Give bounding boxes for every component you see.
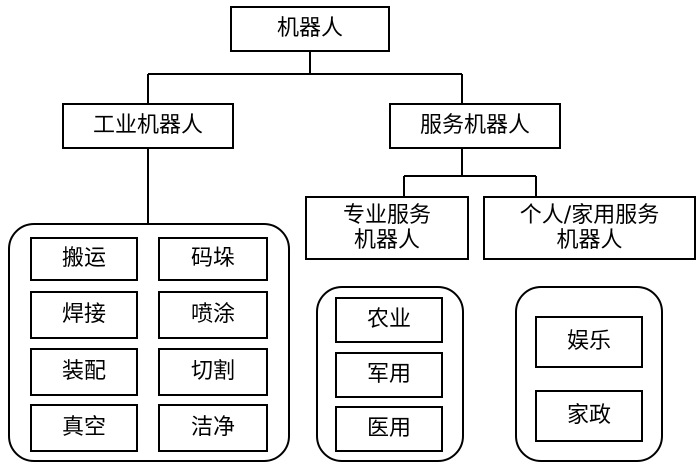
professional-item: 军用 [335,352,443,398]
industrial-item: 搬运 [30,237,138,281]
professional-item: 医用 [335,406,443,452]
personal-item-label: 娱乐 [566,329,611,355]
professional-service-node: 专业服务 机器人 [305,196,469,260]
root-node: 机器人 [230,6,390,52]
industrial-item: 喷涂 [158,291,268,339]
personal-service-node: 个人/家用服务 机器人 [483,196,696,260]
industrial-item: 焊接 [30,291,138,339]
service-robot-node: 服务机器人 [389,103,561,149]
personal-item: 娱乐 [535,316,643,368]
industrial-item-label: 装配 [61,359,106,385]
industrial-item-label: 洁净 [190,415,235,441]
industrial-robot-label: 工业机器人 [92,113,203,139]
professional-service-label: 专业服务 机器人 [342,202,431,253]
industrial-item-label: 切割 [190,359,235,385]
industrial-item-label: 真空 [61,415,106,441]
industrial-item-label: 搬运 [61,246,106,272]
root-label: 机器人 [276,16,343,42]
service-robot-label: 服务机器人 [419,113,530,139]
industrial-item-label: 喷涂 [190,302,235,328]
professional-item-label: 军用 [366,362,411,388]
personal-service-label: 个人/家用服务 机器人 [519,202,660,253]
personal-item-label: 家政 [566,403,611,429]
industrial-robot-node: 工业机器人 [62,103,234,149]
industrial-item: 码垛 [158,237,268,281]
industrial-item-label: 码垛 [190,246,235,272]
personal-item: 家政 [535,390,643,442]
industrial-item: 洁净 [158,404,268,452]
industrial-item: 切割 [158,348,268,396]
professional-item-label: 医用 [366,416,411,442]
industrial-item: 装配 [30,348,138,396]
industrial-item: 真空 [30,404,138,452]
professional-item: 农业 [335,297,443,343]
professional-item-label: 农业 [366,307,411,333]
industrial-item-label: 焊接 [61,302,106,328]
